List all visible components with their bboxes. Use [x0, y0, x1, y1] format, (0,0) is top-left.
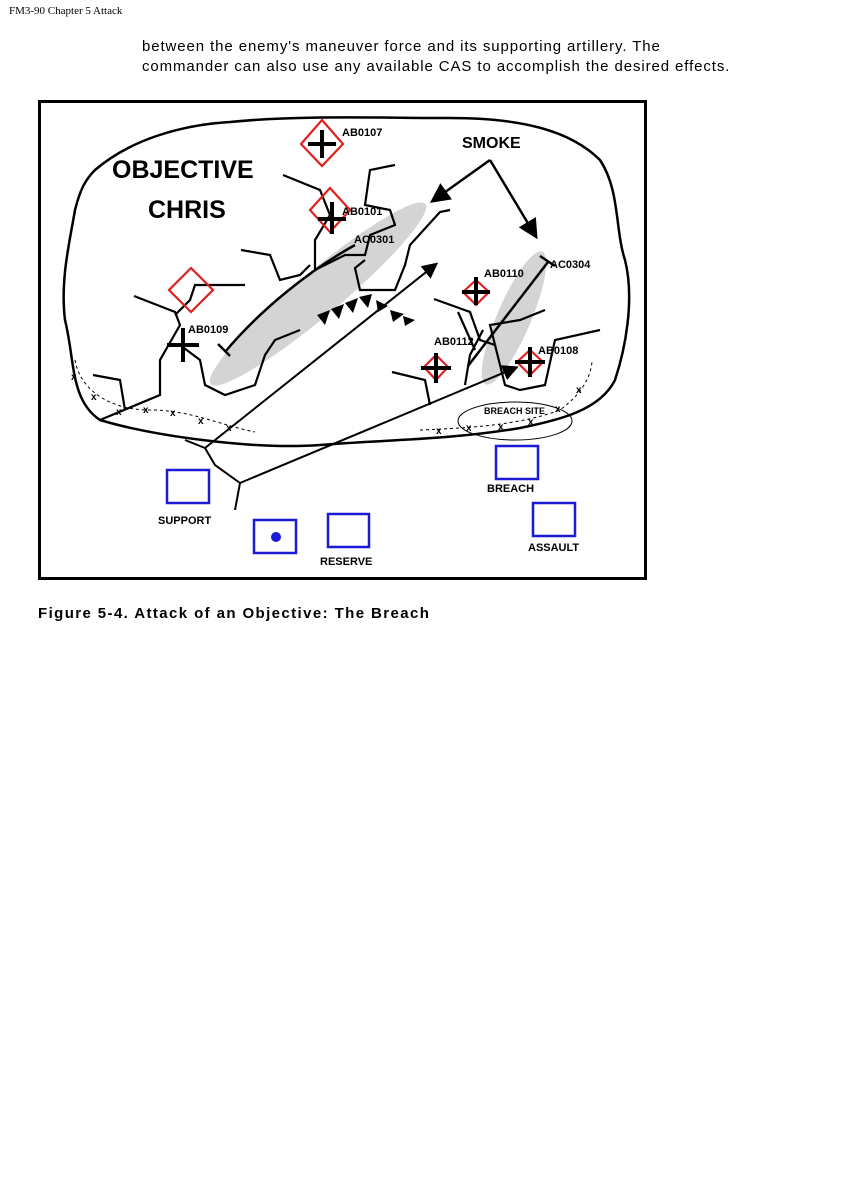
paragraph-line: between the enemy's maneuver force and i…: [142, 38, 661, 55]
svg-text:x: x: [170, 408, 176, 419]
target-label: AC0301: [354, 234, 394, 246]
linear-targets: [217, 243, 556, 367]
svg-text:x: x: [466, 423, 472, 434]
figure-caption: Figure 5-4. Attack of an Objective: The …: [38, 605, 431, 622]
breach-site-outline: [457, 401, 573, 441]
svg-text:x: x: [198, 416, 204, 427]
unit-label-assault: ASSAULT: [528, 542, 579, 554]
wire-obstacle: [74, 359, 593, 433]
svg-text:x: x: [498, 422, 504, 433]
objective-name-line2: CHRIS: [148, 196, 226, 224]
maneuver-arrows: [184, 158, 538, 511]
target-label: AB0109: [188, 324, 228, 336]
svg-text:x: x: [143, 405, 149, 416]
obstacle-triangles: [317, 294, 415, 326]
unit-label-breach: BREACH: [487, 483, 534, 495]
svg-text:x: x: [436, 426, 442, 437]
smoke-area-left: [209, 202, 427, 386]
command-post-dot: [271, 532, 281, 542]
target-label: AB0110: [484, 268, 524, 280]
target-label: AB0107: [342, 127, 382, 139]
svg-text:x: x: [576, 385, 582, 396]
objective-boundary: [62, 116, 631, 448]
breach-site-label: BREACH SITE: [484, 406, 545, 416]
unit-boxes: [165, 444, 577, 555]
target-label: AB0112: [434, 336, 474, 348]
page-header: FM3-90 Chapter 5 Attack: [9, 5, 123, 17]
svg-text:x: x: [528, 417, 534, 428]
target-label: AB0108: [538, 345, 578, 357]
target-label: AC0304: [550, 259, 591, 271]
svg-text:x: x: [71, 372, 77, 383]
unit-label-support: SUPPORT: [158, 515, 211, 527]
target-crosses: [167, 130, 545, 383]
svg-text:x: x: [555, 404, 561, 415]
target-label: AB0101: [342, 206, 382, 218]
smoke-label: SMOKE: [462, 135, 521, 152]
svg-text:x: x: [91, 392, 97, 403]
paragraph-line: commander can also use any available CAS…: [142, 58, 731, 75]
figure-frame: [38, 100, 647, 580]
objective-name-line1: OBJECTIVE: [112, 156, 254, 184]
body-paragraph: between the enemy's maneuver force and i…: [142, 37, 730, 77]
unit-label-reserve: RESERVE: [320, 556, 372, 568]
svg-text:x: x: [116, 407, 122, 418]
